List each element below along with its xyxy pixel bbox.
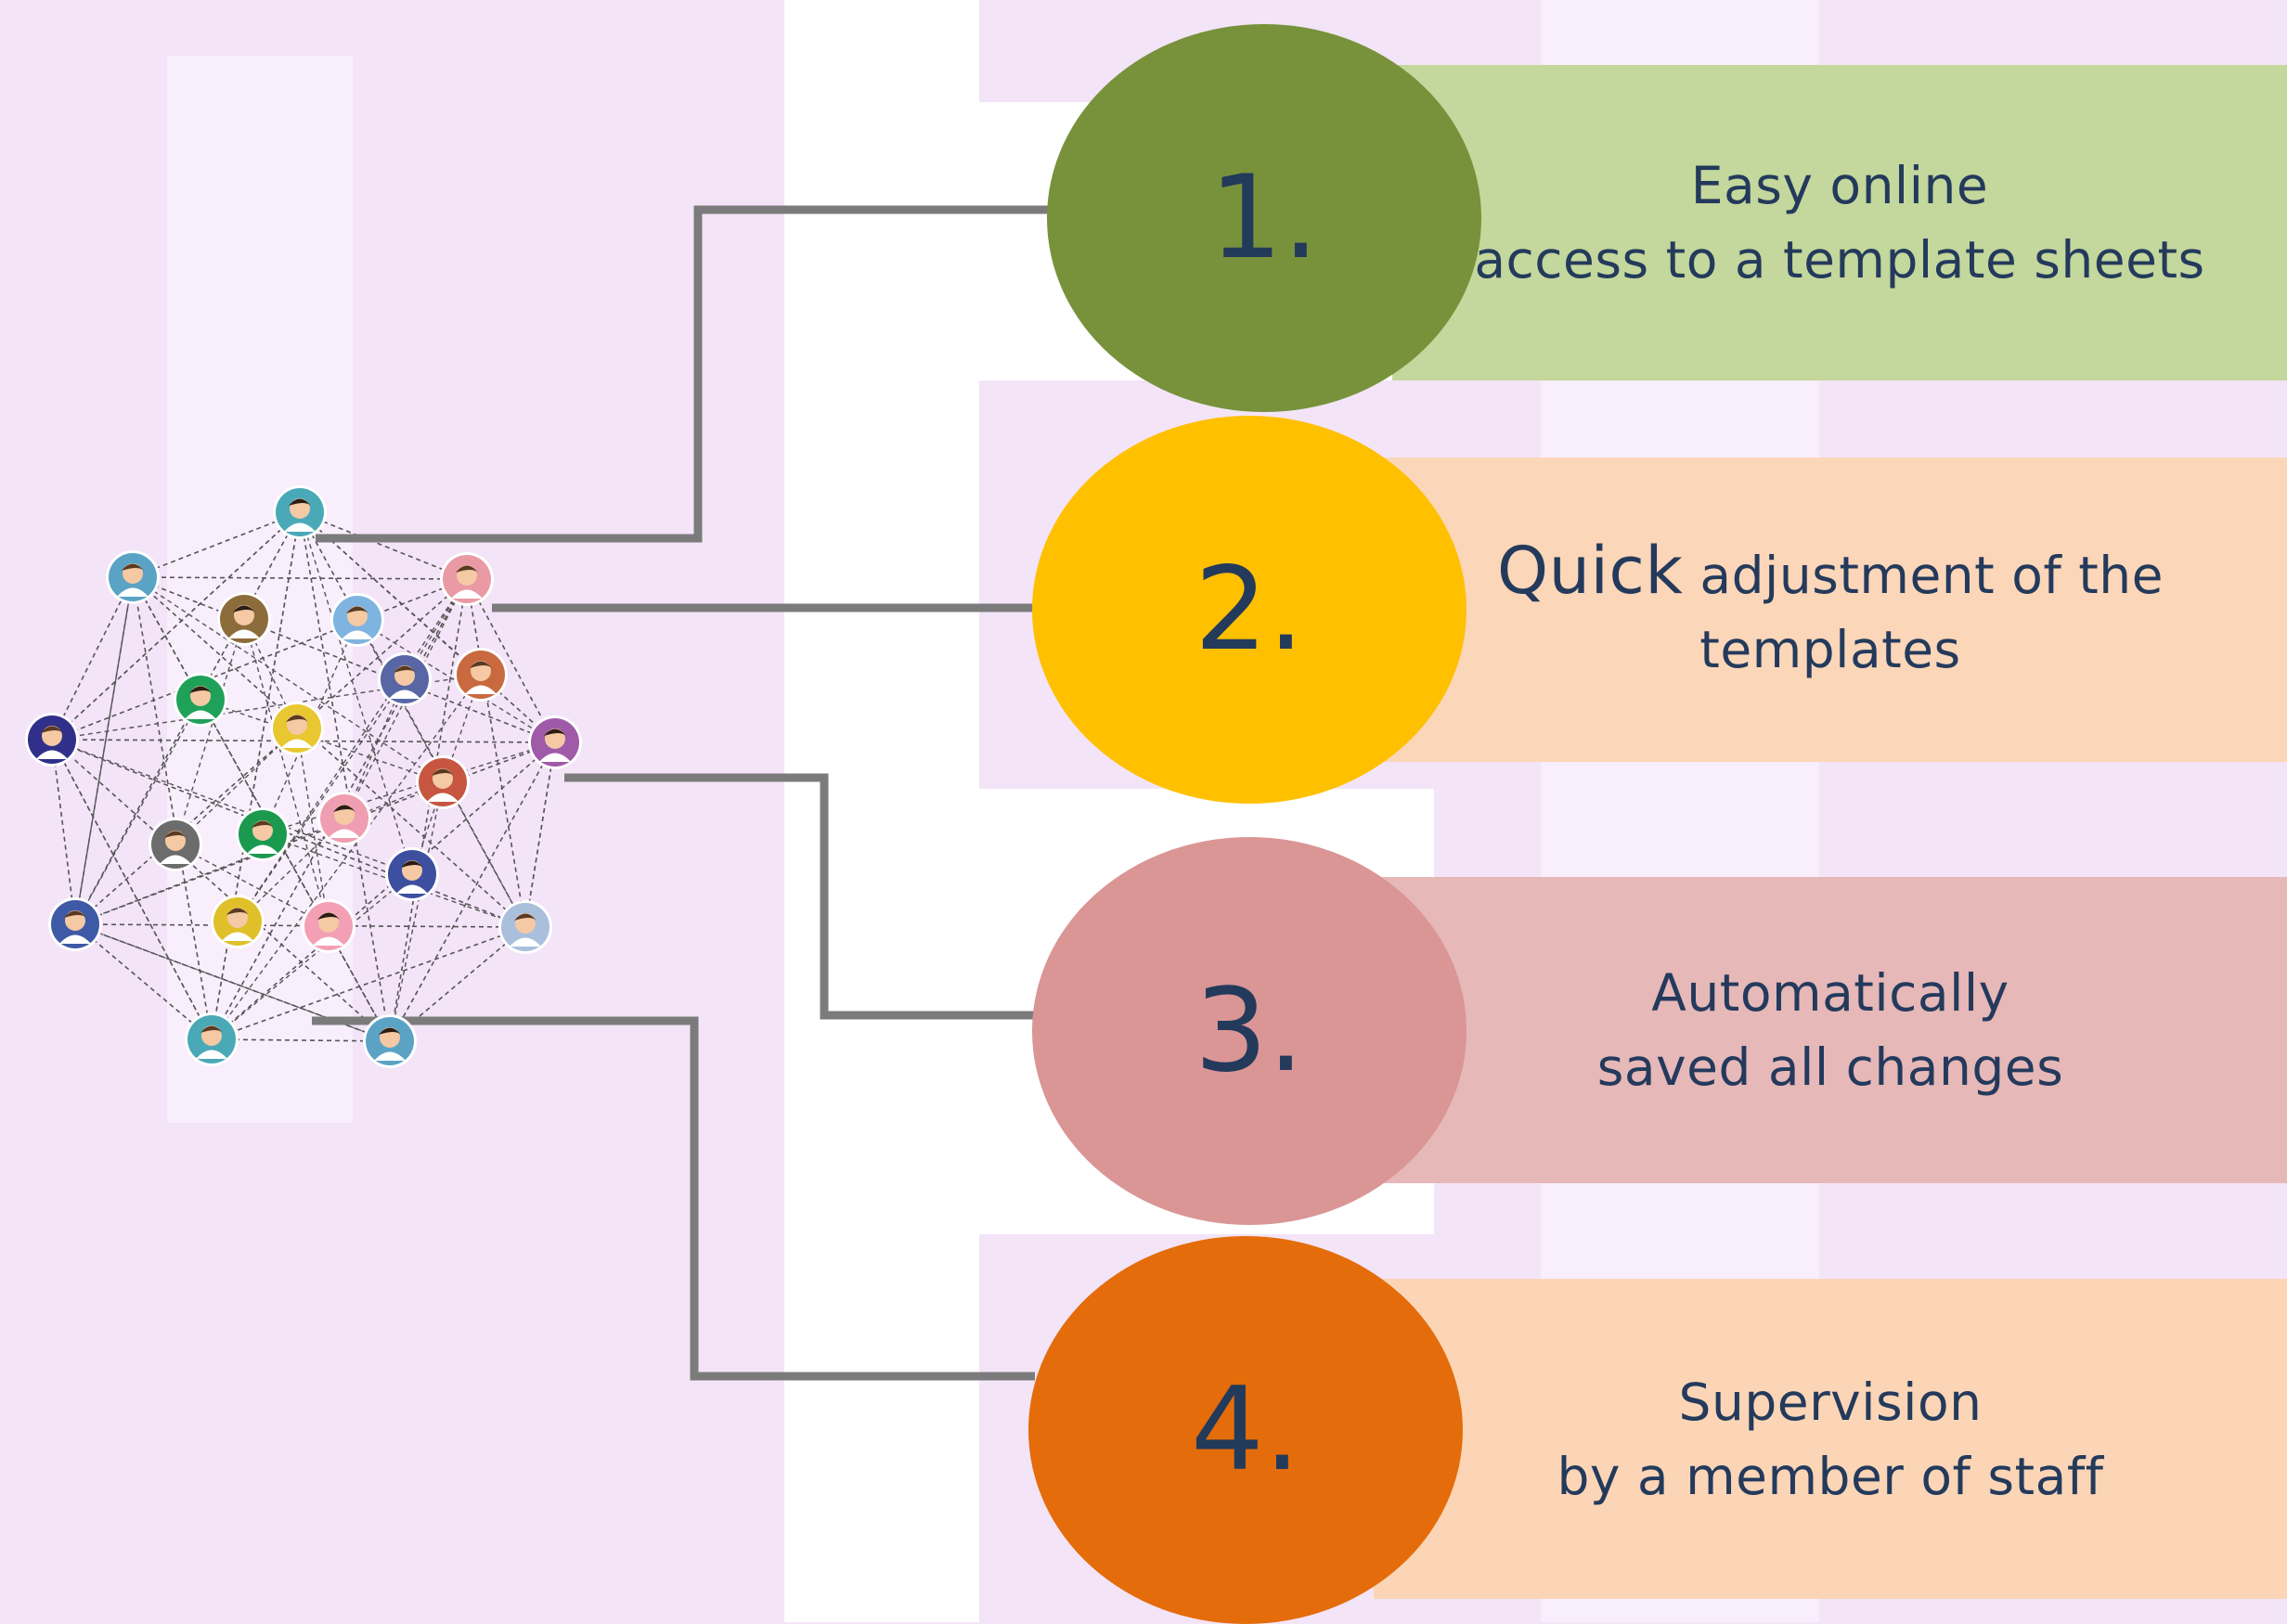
person-avatar-icon bbox=[185, 1012, 239, 1066]
step-1-circle: 1. bbox=[1047, 24, 1481, 412]
step-1-band: Easy online access to a template sheets bbox=[1392, 65, 2287, 380]
person-avatar-icon bbox=[217, 592, 271, 646]
network-link bbox=[51, 739, 76, 925]
network-link bbox=[200, 699, 391, 1042]
step-3-circle: 3. bbox=[1032, 837, 1467, 1225]
step-1-number: 1. bbox=[1208, 151, 1320, 285]
network-link bbox=[237, 678, 406, 922]
network-link bbox=[132, 576, 444, 783]
connector-lines bbox=[312, 205, 1053, 1381]
step-1-line2: access to a template sheets bbox=[1474, 230, 2205, 290]
network-link bbox=[237, 578, 468, 922]
network-link bbox=[51, 674, 482, 741]
step-2-line2: templates bbox=[1699, 619, 1961, 679]
network-link bbox=[211, 873, 413, 1040]
step-2-circle: 2. bbox=[1032, 416, 1467, 804]
network-link bbox=[51, 739, 413, 875]
person-avatar-icon bbox=[378, 652, 432, 706]
network-link bbox=[74, 699, 201, 925]
step-2-line1: adjustment of the bbox=[1683, 545, 2164, 605]
network-link bbox=[174, 844, 329, 927]
network-avatars bbox=[25, 485, 582, 1068]
network-link bbox=[211, 674, 482, 1040]
network-link bbox=[74, 781, 444, 925]
network-link bbox=[389, 926, 526, 1042]
person-avatar-icon bbox=[273, 485, 327, 539]
step-3-band: Automatically saved all changes bbox=[1374, 877, 2287, 1183]
network-link bbox=[211, 511, 301, 1040]
network-link bbox=[299, 511, 556, 743]
network-link bbox=[51, 576, 134, 741]
person-avatar-icon bbox=[317, 792, 371, 845]
step-1-line1: Easy online bbox=[1690, 156, 1989, 215]
person-avatar-icon bbox=[236, 807, 290, 861]
step-2-line1-strong: Quick bbox=[1497, 532, 1684, 609]
network-link bbox=[51, 739, 213, 1040]
network-link bbox=[466, 578, 556, 743]
person-avatar-icon bbox=[211, 895, 265, 948]
step-2-band: Quick adjustment of the templates bbox=[1374, 458, 2287, 762]
connector-line-3 bbox=[564, 773, 1035, 1020]
network-link bbox=[74, 923, 526, 928]
person-avatar-icon bbox=[270, 702, 324, 755]
network-links bbox=[51, 511, 556, 1042]
step-3-line2: saved all changes bbox=[1596, 1038, 2064, 1097]
network-link bbox=[389, 781, 444, 1042]
network-link bbox=[132, 576, 213, 1040]
network-link bbox=[211, 926, 526, 1040]
network-link bbox=[299, 511, 391, 1042]
person-avatar-icon bbox=[149, 818, 202, 871]
network-link bbox=[51, 511, 301, 741]
network-link bbox=[74, 576, 134, 925]
network-link bbox=[211, 741, 556, 1040]
step-2-line1-wrap: Quick adjustment of the bbox=[1497, 534, 2164, 612]
step-4-circle: 4. bbox=[1028, 1236, 1463, 1624]
person-avatar-icon bbox=[440, 552, 494, 606]
network-link bbox=[74, 578, 468, 925]
step-4-line2: by a member of staff bbox=[1557, 1446, 2104, 1506]
step-4-number: 4. bbox=[1190, 1363, 1301, 1497]
network-link bbox=[200, 699, 444, 783]
person-avatar-icon bbox=[25, 713, 79, 767]
network-link bbox=[466, 578, 526, 928]
network-link bbox=[74, 741, 556, 925]
person-avatar-icon bbox=[330, 593, 384, 647]
network-link bbox=[243, 618, 329, 927]
network-link bbox=[174, 728, 298, 845]
step-3-number: 3. bbox=[1194, 964, 1305, 1098]
network-link bbox=[411, 674, 482, 875]
network-link bbox=[51, 739, 391, 1042]
network-link bbox=[299, 511, 468, 580]
person-avatar-icon bbox=[302, 899, 355, 953]
person-avatar-icon bbox=[528, 715, 582, 769]
person-avatar-icon bbox=[48, 897, 102, 951]
person-avatar-icon bbox=[385, 847, 439, 901]
network-link bbox=[132, 576, 468, 580]
person-avatar-icon bbox=[454, 648, 508, 702]
connector-line-4 bbox=[312, 1016, 1035, 1381]
step-3-line1: Automatically bbox=[1651, 963, 2009, 1023]
network-link bbox=[51, 578, 468, 741]
person-avatar-icon bbox=[363, 1014, 417, 1068]
network-link bbox=[389, 741, 556, 1042]
person-avatar-icon bbox=[498, 900, 552, 954]
person-avatar-icon bbox=[416, 755, 470, 809]
step-2-number: 2. bbox=[1194, 543, 1305, 677]
network-link bbox=[389, 578, 468, 1042]
network-link bbox=[299, 511, 482, 676]
person-avatar-icon bbox=[106, 550, 160, 604]
step-4-band: Supervision by a member of staff bbox=[1374, 1279, 2287, 1599]
network-link bbox=[132, 576, 526, 928]
network-link bbox=[524, 741, 556, 928]
network-link bbox=[262, 741, 556, 835]
network-link bbox=[356, 619, 556, 743]
person-avatar-icon bbox=[174, 673, 227, 727]
step-4-line1: Supervision bbox=[1678, 1372, 1983, 1432]
network-link bbox=[132, 576, 556, 743]
connector-line-1 bbox=[316, 205, 1053, 543]
network-link bbox=[174, 618, 245, 845]
